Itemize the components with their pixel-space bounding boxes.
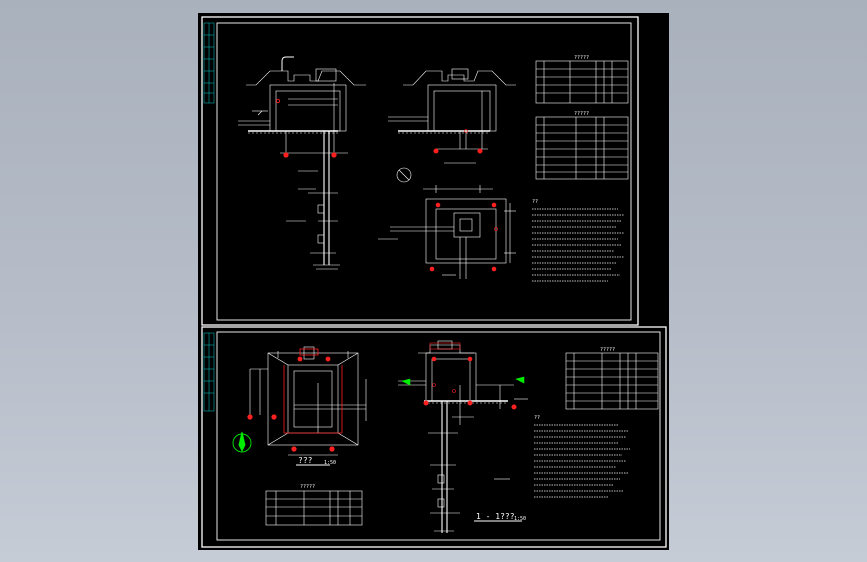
cad-drawing-canvas[interactable]: ????? ????? ?? ??? 1:50 1 - 1??? 1:50 ??… — [198, 13, 669, 550]
bottom-notes-heading: ?? — [534, 415, 540, 421]
bottom-section-drawing — [398, 340, 528, 533]
top-table-1 — [535, 60, 629, 104]
bottom-plan-drawing — [249, 346, 367, 456]
top-sheet-outer-border — [201, 16, 639, 326]
bottom-plan-scale: 1:50 — [324, 460, 336, 466]
bottom-sheet-outer-border — [201, 326, 667, 548]
bottom-left-table — [265, 490, 363, 526]
north-arrow-bottom-icon — [232, 431, 252, 453]
top-left-markers — [276, 99, 337, 158]
bottom-notes-lines — [534, 424, 630, 498]
bottom-section-scale: 1:50 — [514, 516, 526, 522]
top-table-2-title: ????? — [574, 111, 589, 117]
top-table-2 — [535, 116, 629, 180]
top-table-1-title: ????? — [574, 55, 589, 61]
top-plan-drawing — [378, 185, 516, 279]
bottom-title-strip — [203, 332, 215, 412]
bottom-section-title: 1 - 1??? — [476, 512, 515, 521]
bottom-plan-title: ??? — [298, 456, 313, 465]
top-plan-markers — [429, 202, 498, 272]
bottom-right-table — [565, 352, 659, 410]
north-arrow-top-icon — [396, 167, 412, 183]
bottom-right-table-title: ????? — [600, 347, 615, 353]
bottom-section-green-marks — [401, 376, 525, 386]
top-sheet-inner-border — [216, 22, 632, 321]
top-title-strip — [203, 22, 215, 104]
bottom-sheet-inner-border — [216, 331, 661, 541]
top-notes-heading: ?? — [532, 199, 538, 205]
top-left-section — [238, 56, 366, 270]
top-middle-markers — [433, 129, 483, 154]
top-sheet — [201, 16, 639, 326]
bottom-sheet — [201, 326, 667, 548]
top-notes-lines — [532, 208, 624, 282]
bottom-left-table-title: ????? — [300, 484, 315, 490]
bottom-section-markers — [423, 342, 517, 410]
drawing-viewport[interactable]: ????? ????? ?? ??? 1:50 1 - 1??? 1:50 ??… — [198, 13, 669, 550]
top-middle-section — [388, 68, 516, 164]
bottom-plan-markers — [247, 348, 343, 452]
